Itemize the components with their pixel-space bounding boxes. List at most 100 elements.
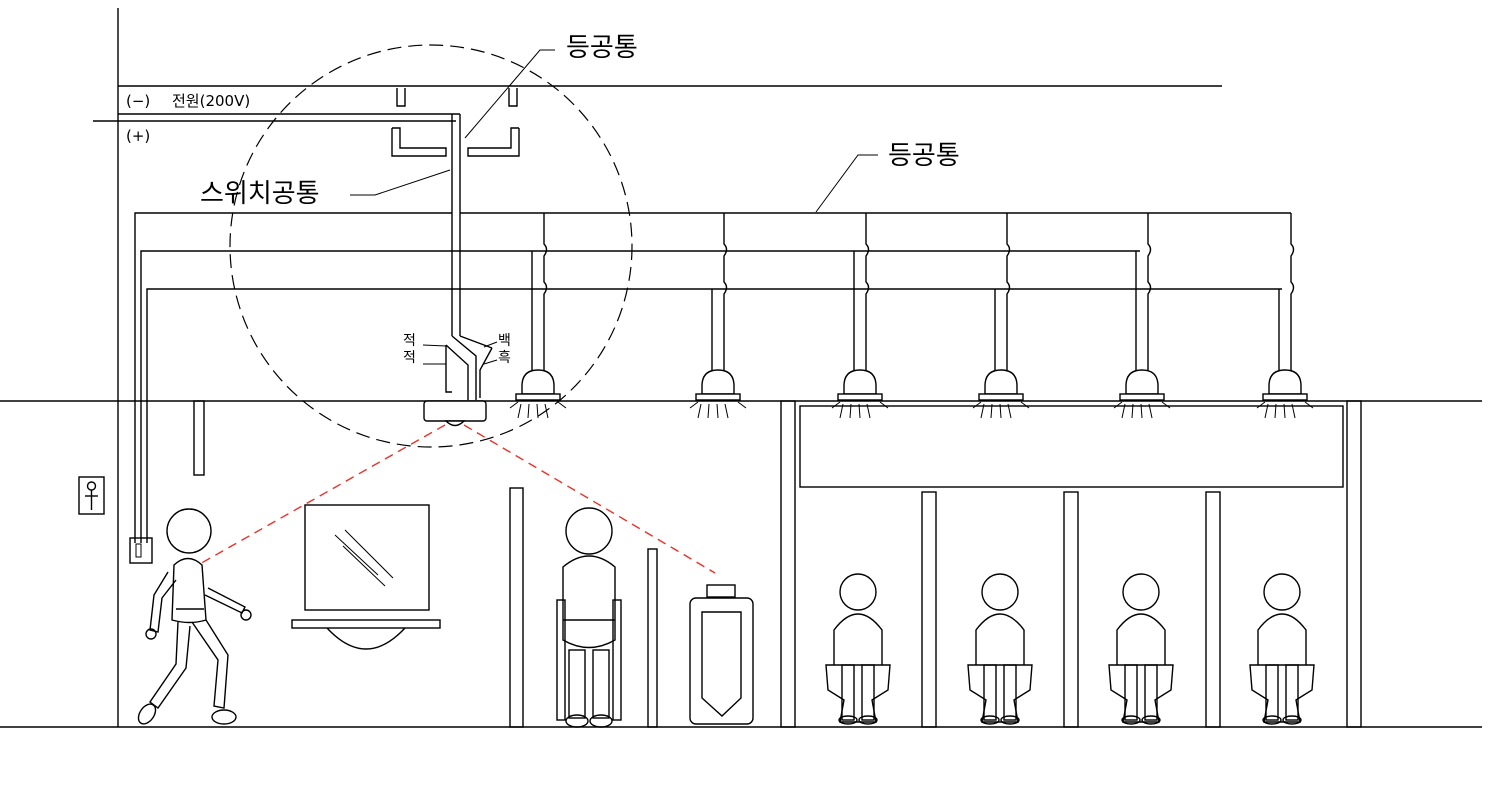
light-ray	[1161, 401, 1171, 409]
wire-red-label-2: 적	[403, 350, 416, 366]
light-ray	[980, 403, 985, 419]
light-ray	[1291, 403, 1296, 419]
light-ray	[716, 403, 719, 419]
ceiling-light	[689, 213, 747, 419]
switch-common-label: 스위치공통	[200, 179, 320, 209]
toilet	[1108, 664, 1174, 723]
light-ray	[1131, 403, 1134, 419]
urinal	[689, 584, 754, 725]
lamp-common-label-top: 등공통	[566, 33, 638, 63]
light-ray	[509, 401, 519, 409]
light-drop-wire	[865, 213, 870, 372]
lamp-dome	[984, 369, 1018, 395]
detail-circle	[229, 44, 633, 448]
light-ray	[858, 403, 861, 419]
light-ray	[1113, 401, 1123, 409]
seated-persons	[825, 573, 1315, 725]
light-ray	[1121, 403, 1126, 419]
light-ray	[697, 403, 702, 419]
light-ray	[849, 403, 852, 419]
light-ray	[544, 403, 549, 419]
leg-left	[841, 664, 855, 721]
seated-person	[1249, 573, 1315, 725]
building-structure	[0, 8, 1482, 728]
power-minus-label: (−)	[126, 92, 150, 110]
lamp-base	[837, 393, 883, 401]
seated-person	[825, 573, 891, 725]
light-ray	[536, 403, 539, 419]
foot-left	[838, 715, 858, 725]
light-ray	[972, 401, 982, 409]
leg-right	[1144, 664, 1158, 721]
ceiling-light	[831, 213, 889, 419]
light-ray	[557, 401, 567, 409]
light-ray	[990, 403, 993, 419]
light-ray	[1304, 401, 1314, 409]
light-ray	[839, 403, 844, 419]
ceiling-lights	[509, 213, 1314, 419]
torso	[833, 613, 883, 665]
light-ray	[1283, 403, 1286, 419]
seated-person	[1108, 573, 1174, 725]
head	[1122, 573, 1160, 611]
person-sign-icon	[78, 476, 105, 515]
torso	[1257, 613, 1307, 665]
wire-red-label-1: 적	[403, 333, 416, 349]
toilet	[967, 664, 1033, 723]
light-ray	[527, 403, 530, 419]
wiring-network: 적 적 백 흑	[134, 114, 1291, 543]
light-ray	[707, 403, 710, 419]
light-ray	[689, 401, 699, 409]
light-ray	[1274, 403, 1277, 419]
lamp-common-label-right: 등공통	[888, 141, 960, 171]
power-voltage-label: 전원(200V)	[172, 92, 250, 110]
lamp-dome	[1268, 369, 1302, 395]
lamp-base	[515, 393, 561, 401]
light-drop-wire	[543, 213, 548, 372]
foot-right	[1282, 715, 1302, 725]
leg-left	[983, 664, 997, 721]
head	[981, 573, 1019, 611]
ceiling-light	[1256, 213, 1314, 419]
wire-black-label: 흑	[498, 349, 511, 366]
light-ray	[1256, 401, 1266, 409]
foot-right	[1000, 715, 1020, 725]
head	[839, 573, 877, 611]
motion-sensor	[423, 400, 487, 427]
callouts: 등공통 등공통 스위치공통	[200, 33, 960, 213]
foot-left	[1262, 715, 1282, 725]
leg-right	[861, 664, 875, 721]
lamp-dome	[521, 369, 555, 395]
lamp-base	[1262, 393, 1308, 401]
ceiling-light	[509, 213, 567, 419]
light-ray	[999, 403, 1002, 419]
light-drop-wire	[1006, 213, 1011, 372]
light-ray	[1140, 403, 1143, 419]
toilet	[825, 664, 891, 723]
light-drop-wire	[1147, 213, 1152, 372]
light-ray	[1020, 401, 1030, 409]
lamp-dome	[1125, 369, 1159, 395]
foot-left	[1121, 715, 1141, 725]
light-ray	[1148, 403, 1153, 419]
lamp-dome	[701, 369, 735, 395]
person-at-urinal	[556, 507, 622, 728]
power-supply-lines: (−) 전원(200V) (+)	[93, 92, 460, 145]
light-ray	[1007, 403, 1012, 419]
power-plus-label: (+)	[126, 127, 150, 145]
mirror	[304, 504, 430, 611]
toilet	[1249, 664, 1315, 723]
light-ray	[831, 401, 841, 409]
walking-person	[137, 508, 252, 725]
lamp-dome	[843, 369, 877, 395]
foot-right	[858, 715, 878, 725]
lamp-base	[978, 393, 1024, 401]
leg-right	[1285, 664, 1299, 721]
torso	[1116, 613, 1166, 665]
ceiling-light	[972, 213, 1030, 419]
light-ray	[737, 401, 747, 409]
leg-left	[1124, 664, 1138, 721]
light-ray	[879, 401, 889, 409]
leg-left	[1265, 664, 1279, 721]
